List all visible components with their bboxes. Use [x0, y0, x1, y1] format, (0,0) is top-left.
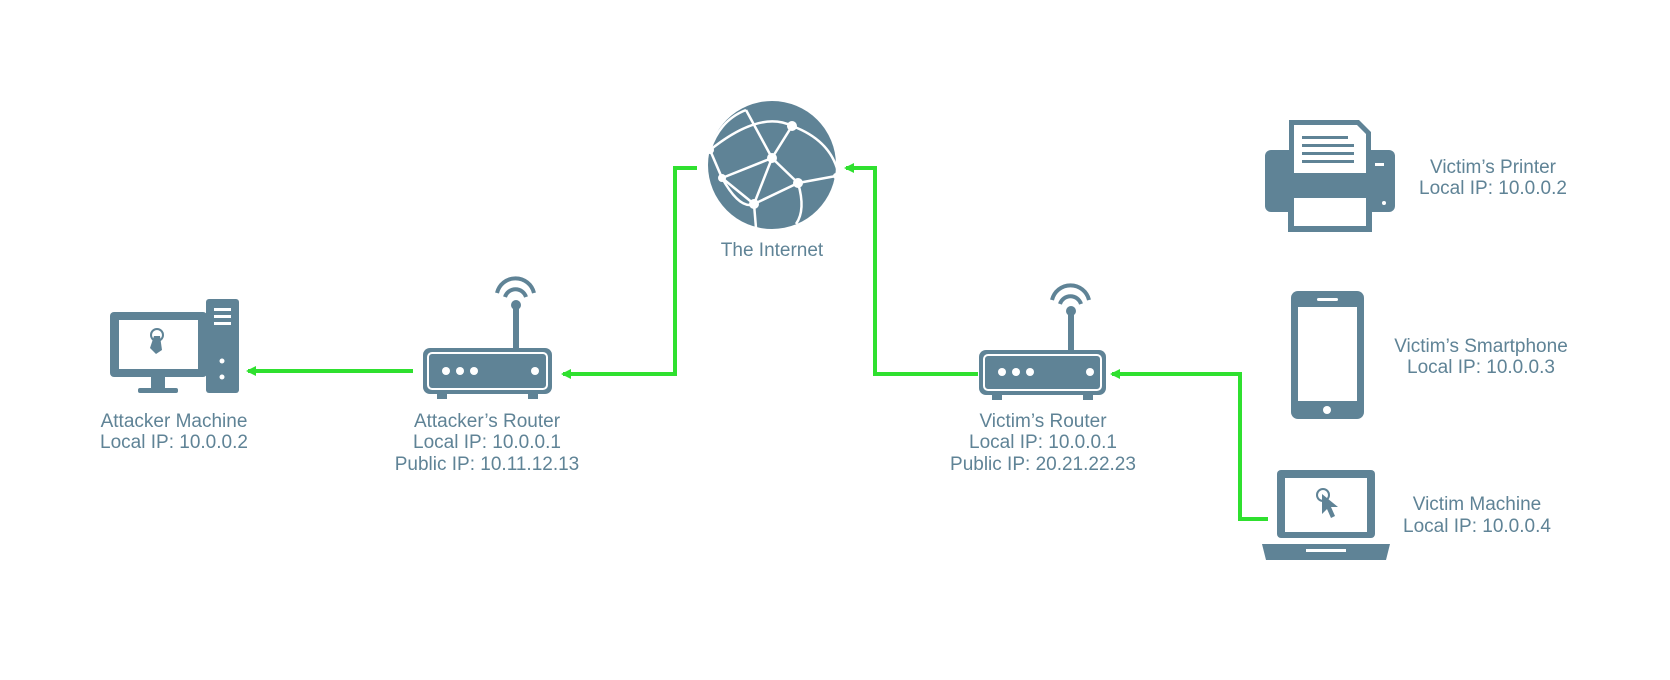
connection-victim-machine-to-victim-router	[1110, 369, 1268, 521]
smartphone-icon	[1291, 291, 1364, 419]
laptop-icon	[1262, 470, 1390, 560]
victim-router-public-ip: Public IP: 20.21.22.23	[950, 454, 1136, 475]
router-icon	[979, 283, 1106, 400]
globe-network-icon	[706, 101, 840, 229]
printer-icon	[1265, 120, 1395, 232]
victim-printer-name: Victim’s Printer	[1430, 157, 1557, 178]
victim-router-local-ip: Local IP: 10.0.0.1	[969, 432, 1117, 453]
attacker-machine-name: Attacker Machine	[101, 411, 248, 432]
victim-printer-local-ip: Local IP: 10.0.0.2	[1419, 178, 1567, 199]
victim-machine-local-ip: Local IP: 10.0.0.4	[1403, 516, 1551, 537]
attacker-machine-local-ip: Local IP: 10.0.0.2	[100, 432, 248, 453]
victim-smartphone-local-ip: Local IP: 10.0.0.3	[1407, 357, 1555, 378]
internet-label: The Internet	[721, 240, 824, 261]
router-icon	[423, 276, 552, 399]
victim-smartphone-name: Victim’s Smartphone	[1394, 336, 1568, 357]
attacker-router-public-ip: Public IP: 10.11.12.13	[395, 454, 580, 475]
connection-internet-to-attacker-router	[561, 166, 697, 379]
victim-machine-name: Victim Machine	[1413, 494, 1541, 515]
attacker-router-local-ip: Local IP: 10.0.0.1	[413, 432, 561, 453]
desktop-computer-icon	[110, 299, 239, 393]
connection-victim-router-to-internet	[844, 163, 978, 376]
attacker-router-name: Attacker’s Router	[414, 411, 561, 432]
victim-router-name: Victim’s Router	[979, 411, 1107, 432]
